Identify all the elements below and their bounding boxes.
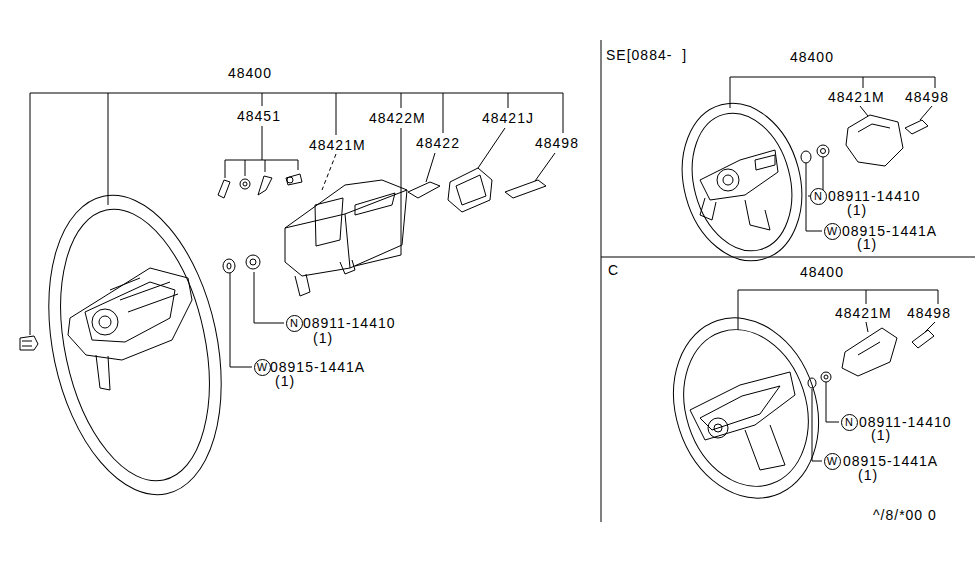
leader-lines: [30, 93, 563, 367]
horn-pad: [842, 328, 897, 376]
emblem: [905, 120, 928, 134]
divider: [601, 40, 602, 522]
callout-number: 48400: [800, 265, 844, 279]
nut: [817, 145, 829, 157]
horn-pad: [846, 115, 903, 166]
part-number: 08911-14410: [303, 316, 395, 330]
callout-number: 48498: [905, 90, 949, 104]
small-parts: [218, 174, 302, 198]
nut: [246, 255, 260, 269]
symbol-letter: W: [827, 226, 837, 237]
emblem: [505, 180, 546, 198]
horn-pad: [448, 168, 492, 212]
symbol-circle: N: [286, 315, 303, 332]
washer: [808, 378, 816, 388]
steering-wheel: [665, 90, 818, 275]
callout-number: 48421M: [828, 90, 885, 104]
part-number: 08915-1441A: [843, 454, 938, 468]
callout-number: 48400: [228, 66, 272, 80]
callout-number: 48422M: [369, 111, 426, 125]
callout-number: C: [608, 263, 619, 277]
callout-number: 48421J: [482, 111, 534, 125]
callout-number: 48498: [907, 306, 951, 320]
quantity: (1): [858, 468, 878, 482]
symbol-letter: W: [827, 456, 837, 467]
part-number: 08911-14410: [859, 415, 951, 429]
bolt-symbol: [20, 336, 38, 350]
callout-number: 48400: [790, 50, 834, 64]
symbol-letter: N: [814, 191, 822, 202]
part-number: 08915-1441A: [842, 224, 937, 238]
quantity: (1): [871, 428, 891, 442]
symbol-letter: N: [290, 318, 298, 329]
steering-wheel: [651, 299, 841, 517]
symbol-letter: W: [257, 362, 267, 373]
nut: [821, 372, 831, 382]
callout-number: 48498: [535, 136, 579, 150]
callout-number: 48421M: [309, 138, 366, 152]
washer: [223, 259, 235, 273]
washer: [801, 151, 811, 163]
quantity: (1): [275, 374, 295, 388]
callout-number: 48421M: [835, 306, 892, 320]
symbol-circle: N: [810, 188, 827, 205]
part-number: 08915-1441A: [270, 360, 365, 374]
callout-number: ^/8/*00 0: [873, 508, 937, 522]
small-cover: [408, 182, 440, 198]
quantity: (1): [313, 331, 333, 345]
symbol-circle: W: [254, 359, 271, 376]
symbol-circle: N: [841, 414, 858, 431]
callout-number: 48451: [237, 109, 281, 123]
quantity: (1): [847, 203, 867, 217]
symbol-letter: N: [845, 417, 853, 428]
steering-wheel: [23, 179, 247, 510]
callout-number: 48422: [416, 136, 460, 150]
horn-pad: [285, 180, 407, 296]
emblem: [912, 330, 934, 348]
symbol-circle: W: [824, 453, 841, 470]
part-number: 08911-14410: [828, 189, 920, 203]
callout-number: SE[0884- ]: [606, 48, 687, 62]
divider: [601, 257, 975, 258]
quantity: (1): [857, 237, 877, 251]
symbol-circle: W: [824, 223, 841, 240]
